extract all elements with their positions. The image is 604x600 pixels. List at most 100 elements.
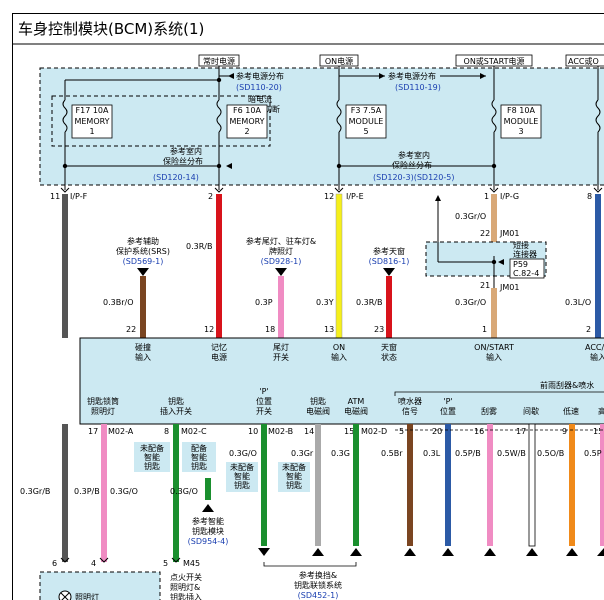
fuse-f3-box	[345, 104, 387, 139]
wiper-bracket	[394, 391, 604, 396]
power-dist-ref-1-code: (SD110-20)	[236, 83, 282, 92]
wire-l-o	[595, 194, 601, 338]
conn-m02-b: M02-B	[268, 427, 293, 436]
diagram-title: 车身控制模块(BCM)系统(1)	[18, 20, 204, 38]
bcm-out-wpos-2: 位置	[440, 406, 456, 416]
wire-label-gr-b-low: 0.3Gr/B	[20, 487, 50, 496]
on-power-label: ON电源	[325, 56, 353, 66]
wire-br-o	[140, 276, 146, 338]
wire-p	[278, 276, 284, 338]
wire-g-o-ppos	[261, 424, 267, 546]
smartkey-arrow	[202, 504, 214, 512]
conn-m02-a: M02-A	[108, 427, 134, 436]
no-smartkey-c-bg	[278, 462, 310, 492]
bcm-in-memory-1: 记忆	[211, 342, 227, 352]
power-dist-ref-2-code: (SD110-19)	[395, 83, 441, 92]
bcm-pin-23: 23	[374, 325, 384, 334]
wire-gr-b	[62, 194, 68, 338]
wire-label-p-high: 0.5P	[584, 449, 602, 458]
fuse-acc-element	[595, 99, 601, 133]
bcm-pin-2: 2	[586, 325, 591, 334]
bcm-in-acc-1: ACC/	[585, 343, 604, 352]
fuse-f3-num: 5	[363, 127, 368, 136]
arrow-up-high	[597, 548, 604, 556]
fuse-f6: F6 10A MEMORY 2	[216, 99, 268, 139]
fuse-f6-box	[226, 104, 268, 139]
fuse-f8-rating: F8 10A	[507, 106, 535, 115]
pin-11: 11	[50, 192, 60, 201]
wire-label-r-b: 0.3R/B	[186, 242, 212, 251]
bcm-out-washer-2: 信号	[402, 406, 418, 416]
with-smartkey-note-bg	[182, 442, 216, 472]
fuse-f17: F17 10A MEMORY 1	[62, 99, 113, 139]
wire-label-p-b-low: 0.3P/B	[74, 487, 100, 496]
bottom-pin-4: 4	[91, 559, 96, 568]
acc-power-tag	[565, 54, 604, 67]
bcm-pin-13: 13	[324, 325, 334, 334]
bcm-pin-18: 18	[265, 325, 275, 334]
wire-g-o-low	[173, 424, 179, 562]
joint-arrow-2	[498, 259, 504, 265]
chevron-icon	[334, 187, 344, 193]
fuse-f6-rating: F6 10A	[233, 106, 261, 115]
tail-ref-code: (SD928-1)	[261, 257, 302, 266]
wire-label-o-b-low: 0.5O/B	[537, 449, 564, 458]
tail-arrow	[275, 268, 287, 276]
pin-15: 15	[344, 427, 354, 436]
shift-bracket	[263, 562, 357, 567]
fuse-f8: F8 10A MODULE 3	[491, 99, 542, 139]
memory-fuse-group	[51, 95, 271, 147]
chevron-icon	[60, 187, 70, 193]
arrow-up-wpos	[442, 548, 454, 556]
fuse-f6-type: MEMORY	[229, 117, 264, 126]
no-smartkey-b3: 钥匙	[234, 480, 250, 490]
wire-label-l-wpos: 0.3L	[423, 449, 441, 458]
pin-9: 9	[562, 427, 567, 436]
fuse-f17-box	[71, 104, 113, 139]
ign-label-2: 照明灯&	[170, 582, 200, 592]
conn-m02-c: M02-C	[181, 427, 207, 436]
fuse-ref-1-code: (SD120-14)	[153, 173, 199, 182]
with-smartkey-3: 钥匙	[191, 461, 207, 471]
bottom-conn-m45: M45	[183, 559, 200, 568]
conn-m02-d: M02-D	[361, 427, 387, 436]
bcm-module	[79, 337, 604, 425]
fuse-ref-2a: 参考室内	[398, 150, 430, 160]
bottom-pin-6: 6	[52, 559, 57, 568]
ign-label-3: 钥匙插入	[170, 592, 202, 600]
no-smartkey-1: 未配备	[140, 443, 164, 453]
diagram-frame	[12, 13, 604, 600]
fuse-f8-num: 3	[518, 127, 523, 136]
chevron-icon	[593, 187, 603, 193]
pin-16: 16	[474, 427, 484, 436]
bcm-in-sunroof-1: 天窗	[381, 342, 397, 352]
fuse-f8-type: MODULE	[504, 117, 539, 126]
fuse-f3-rating: F3 7.5A	[351, 106, 382, 115]
bcm-in-collision-1: 碰撞	[135, 342, 151, 352]
pin-14: 14	[304, 427, 314, 436]
wire-label-y: 0.3Y	[316, 298, 334, 307]
fuse-ref-2b: 保险丝分布	[392, 160, 432, 170]
joint-arrow	[435, 195, 441, 201]
bcm-in-onstart-1: ON/START	[474, 343, 514, 352]
srs-ref-1: 参考辅助	[127, 236, 159, 246]
bcm-out-keycyl-1: 钥匙锁筒	[87, 396, 119, 406]
bcm-pin-12: 12	[204, 325, 214, 334]
conn-ip-e: I/P-E	[346, 192, 364, 201]
wire-label-gr-keysol: 0.3Gr	[291, 449, 314, 458]
pin-5: 5	[399, 427, 404, 436]
fuse-f3-element	[336, 99, 342, 133]
conn-ip-g: I/P-G	[500, 192, 519, 201]
wire-label-g-o-branch: 0.3G/O	[170, 487, 198, 496]
wire-label-g-o-ppos: 0.3G/O	[229, 449, 257, 458]
ignition-switch-box	[39, 571, 161, 600]
joint-label-1: 短接	[513, 240, 529, 250]
no-smartkey-b-bg	[226, 462, 258, 492]
chevron-icon	[99, 557, 109, 563]
fuse-ref-node-2b	[491, 163, 497, 169]
wire-label-br-washer: 0.5Br	[381, 449, 403, 458]
bcm-out-keysol-1: 钥匙	[310, 396, 326, 406]
arrow-up-int	[526, 548, 538, 556]
with-smartkey-2: 智能	[191, 452, 207, 462]
